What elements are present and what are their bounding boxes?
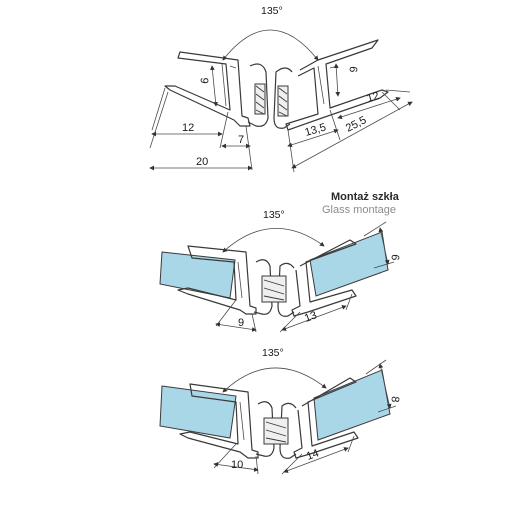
bottom-left-magnet [255, 401, 275, 457]
middle-left-profile [177, 245, 257, 315]
bottom-right-glass [313, 369, 391, 441]
middle-right-glass [309, 231, 389, 297]
svg-text:10: 10 [231, 459, 243, 471]
dim-middle-right-width: 13 [281, 305, 347, 331]
top-left-profile [164, 51, 251, 127]
middle-right-magnet [261, 262, 295, 317]
caption-pl: Montaż szkła [331, 191, 400, 203]
dim-top-left-magnet: 7 [221, 134, 251, 149]
top-left-magnet [247, 63, 269, 127]
top-diagram: 135° 6 [149, 5, 413, 173]
middle-left-magnet [253, 259, 273, 315]
svg-text:14: 14 [305, 447, 321, 462]
middle-angle-label: 135° [263, 209, 285, 221]
top-right-magnet [273, 67, 293, 129]
dim-top-left-width: 12 [151, 122, 223, 137]
bottom-diagram: 135° 10 [159, 347, 401, 475]
bottom-left-profile [179, 383, 259, 459]
bottom-angle-arc [222, 367, 327, 393]
top-angle-arc [222, 29, 319, 61]
svg-text:9: 9 [238, 317, 244, 329]
dim-bottom-right-width: 14 [283, 447, 349, 473]
dim-middle-left-width: 9 [215, 317, 257, 332]
svg-text:12: 12 [182, 122, 194, 134]
dim-top-left-height: 6 [199, 65, 218, 107]
svg-text:6: 6 [199, 77, 211, 84]
svg-text:13,5: 13,5 [304, 121, 328, 138]
bottom-right-magnet [263, 402, 297, 459]
svg-text:6: 6 [388, 254, 400, 261]
bottom-left-glass [159, 385, 237, 439]
middle-diagram: 135° 9 [159, 209, 401, 333]
svg-text:6: 6 [346, 66, 358, 73]
svg-text:20: 20 [196, 156, 208, 168]
dim-bottom-glass-thickness: 8 [378, 363, 401, 409]
dim-top-left-total: 20 [149, 156, 253, 171]
dim-bottom-left-width: 10 [213, 459, 259, 472]
svg-text:12: 12 [366, 90, 381, 105]
top-angle-label: 135° [261, 5, 283, 17]
dim-top-right-middle: 13,5 [287, 121, 339, 148]
svg-text:13: 13 [303, 309, 319, 324]
dim-middle-glass-thickness: 6 [378, 227, 401, 265]
bottom-angle-label: 135° [262, 347, 284, 359]
svg-text:8: 8 [388, 396, 400, 403]
middle-angle-arc [222, 227, 325, 253]
svg-text:25,5: 25,5 [344, 114, 369, 134]
svg-text:7: 7 [238, 134, 244, 146]
dim-top-right-height: 6 [333, 63, 359, 97]
caption-en: Glass montage [322, 204, 396, 216]
